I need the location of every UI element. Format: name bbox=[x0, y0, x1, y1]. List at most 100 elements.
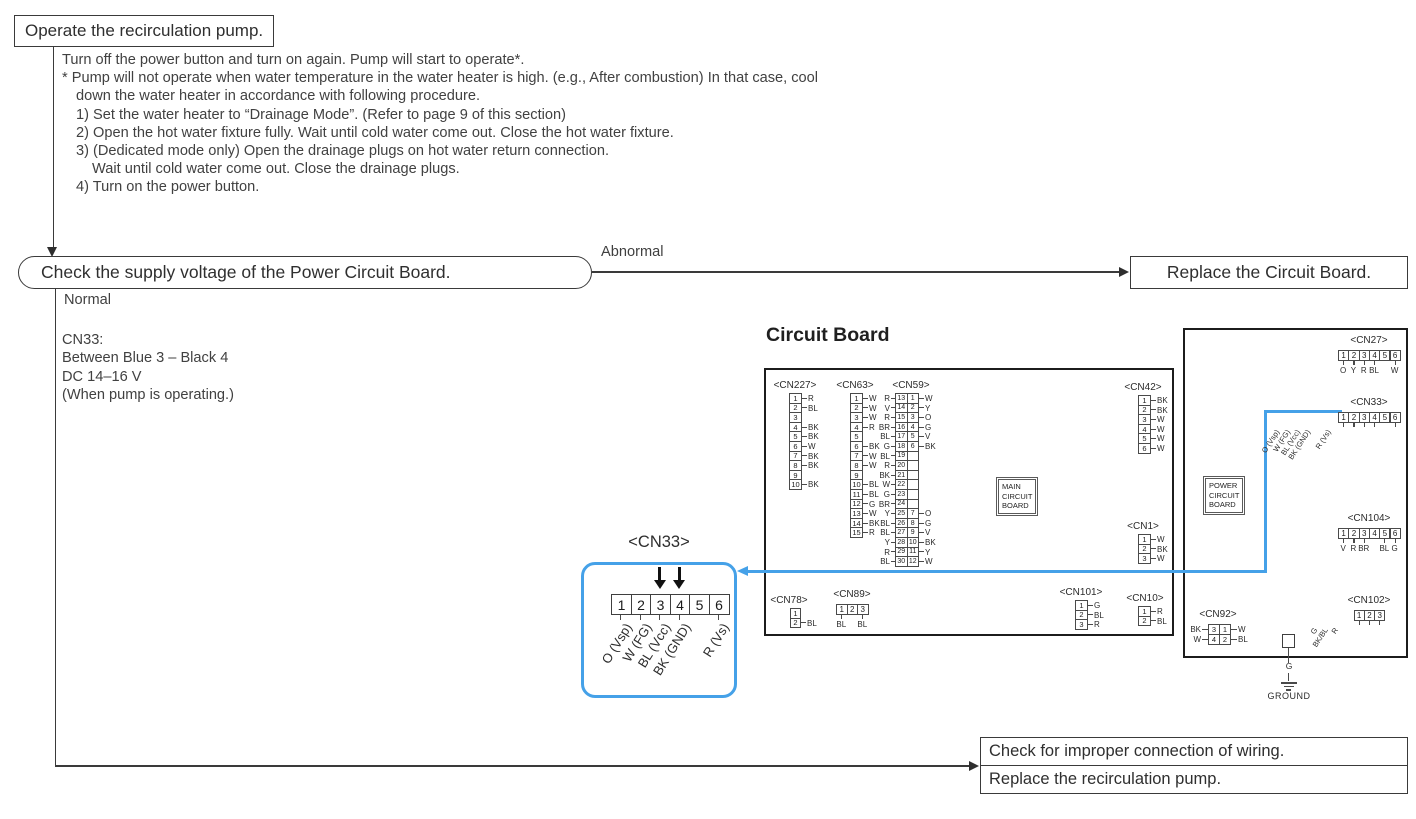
pin-label: R bbox=[1350, 543, 1357, 553]
pin-label: BL bbox=[880, 518, 890, 528]
pin-tick bbox=[1374, 361, 1376, 365]
pin-label: BK bbox=[925, 442, 936, 451]
connector-title: <CN42> bbox=[1124, 382, 1162, 393]
procedure-line: 1) Set the water heater to “Drainage Mod… bbox=[76, 106, 566, 123]
pin-tick bbox=[890, 397, 895, 399]
cn33-highlight-arrow-shaft bbox=[658, 567, 662, 580]
pin-tick bbox=[919, 417, 924, 419]
pin-tick bbox=[890, 541, 895, 543]
pin-tick bbox=[802, 465, 807, 467]
pin-tick bbox=[863, 407, 868, 409]
pin-label: W bbox=[869, 394, 877, 403]
pin-cell: 15 bbox=[850, 527, 863, 538]
pin-tick bbox=[890, 426, 895, 428]
pin-tick bbox=[802, 407, 807, 409]
pin-tick bbox=[1343, 539, 1345, 543]
pin-tick bbox=[919, 445, 924, 447]
pin-label: W bbox=[869, 403, 877, 413]
pin-tick bbox=[1202, 639, 1208, 641]
connector-title: <CN89> bbox=[833, 589, 871, 600]
ground-label: GROUND bbox=[1267, 691, 1311, 701]
pin-tick bbox=[1151, 538, 1156, 540]
pin-label: BL bbox=[1238, 635, 1248, 644]
abnormal-label: Abnormal bbox=[601, 244, 664, 260]
ground-terminal-square bbox=[1282, 634, 1295, 648]
pin-label: BR bbox=[878, 499, 890, 509]
pin-tick bbox=[1394, 423, 1396, 427]
pin-label: Y bbox=[1350, 365, 1357, 375]
cn33-detail-pin-tick bbox=[678, 615, 680, 620]
pin-label: BL bbox=[808, 403, 818, 413]
pin-tick bbox=[890, 484, 895, 486]
start-box: Operate the recirculation pump. bbox=[14, 15, 275, 47]
pin-tick bbox=[919, 532, 924, 534]
pin-tick bbox=[1363, 539, 1365, 543]
ground-symbol-bar-3 bbox=[1286, 689, 1291, 691]
pin-tick bbox=[1151, 548, 1156, 550]
ground-symbol-bar-2 bbox=[1283, 685, 1294, 687]
pin-tick bbox=[1088, 624, 1093, 626]
pin-tick bbox=[1343, 361, 1345, 365]
pin-tick bbox=[890, 513, 895, 515]
pin-tick bbox=[890, 561, 895, 563]
procedure-line: Wait until cold water come out. Close th… bbox=[92, 161, 460, 178]
pin-tick bbox=[1353, 423, 1355, 427]
arrow-right-abnormal bbox=[1119, 266, 1129, 277]
pin-label: W bbox=[925, 557, 933, 567]
pin-tick bbox=[1151, 419, 1156, 421]
pin-label: O bbox=[925, 509, 932, 519]
connector-title: <CN78> bbox=[770, 595, 808, 606]
pin-tick bbox=[1202, 629, 1208, 631]
pin-label: W bbox=[925, 394, 933, 403]
cn33-pointer-top-segment bbox=[1263, 410, 1342, 413]
procedure-line: 4) Turn on the power button. bbox=[76, 179, 260, 196]
pin-label: R bbox=[1157, 607, 1163, 616]
pin-label: R bbox=[808, 394, 814, 403]
pin-tick bbox=[1353, 539, 1355, 543]
pin-tick bbox=[1394, 361, 1396, 365]
pin-label: BL bbox=[807, 618, 817, 628]
pin-tick bbox=[1353, 361, 1355, 365]
pin-tick bbox=[890, 445, 895, 447]
cn33-detail-pin-cell: 3 bbox=[650, 594, 671, 615]
pin-tick bbox=[890, 465, 895, 467]
cn33-detail-pin-tick bbox=[717, 615, 719, 620]
pin-label: V bbox=[925, 432, 931, 442]
pin-tick bbox=[890, 522, 895, 524]
connector-title: <CN102> bbox=[1347, 595, 1391, 606]
cn33-pointer-shaft bbox=[746, 570, 1266, 574]
pin-label: BL bbox=[880, 557, 890, 567]
pin-tick bbox=[862, 615, 864, 619]
pin-label: BK bbox=[925, 538, 936, 547]
pin-tick bbox=[1343, 423, 1345, 427]
pin-tick bbox=[863, 397, 868, 399]
voltage-note-line: CN33: bbox=[62, 332, 104, 348]
connector-title: <CN59> bbox=[892, 380, 930, 391]
connector-title: <CN101> bbox=[1059, 587, 1103, 598]
pin-label: BR bbox=[878, 422, 890, 432]
pin-tick bbox=[841, 615, 843, 619]
pin-tick bbox=[863, 493, 868, 495]
pin-label: G bbox=[925, 518, 932, 528]
pin-tick bbox=[863, 426, 868, 428]
cn33-detail-pin-tick bbox=[620, 615, 622, 620]
procedure-text-block: Turn off the power button and turn on ag… bbox=[62, 51, 818, 197]
pin-tick bbox=[919, 436, 924, 438]
normal-result-box-1: Check for improper connection of wiring. bbox=[980, 737, 1408, 766]
main-board-outline bbox=[764, 368, 1174, 636]
pin-label: W bbox=[869, 413, 877, 423]
pin-cell: 6 bbox=[1138, 443, 1151, 454]
pin-tick bbox=[890, 455, 895, 457]
normal-result-box-2: Replace the recirculation pump. bbox=[980, 764, 1408, 794]
board-label-line: CIRCUIT bbox=[1209, 490, 1240, 500]
pin-cell: 6 bbox=[1389, 350, 1401, 361]
pin-tick bbox=[1151, 409, 1156, 411]
connector-title: <CN10> bbox=[1126, 593, 1164, 604]
ground-wire-upper bbox=[1288, 648, 1290, 663]
flow-line-abnormal bbox=[592, 271, 1120, 273]
pin-tick bbox=[1363, 361, 1365, 365]
pin-label: BL bbox=[880, 432, 890, 442]
pin-label: BL bbox=[1094, 610, 1104, 620]
connector-title: <CN27> bbox=[1350, 335, 1388, 346]
